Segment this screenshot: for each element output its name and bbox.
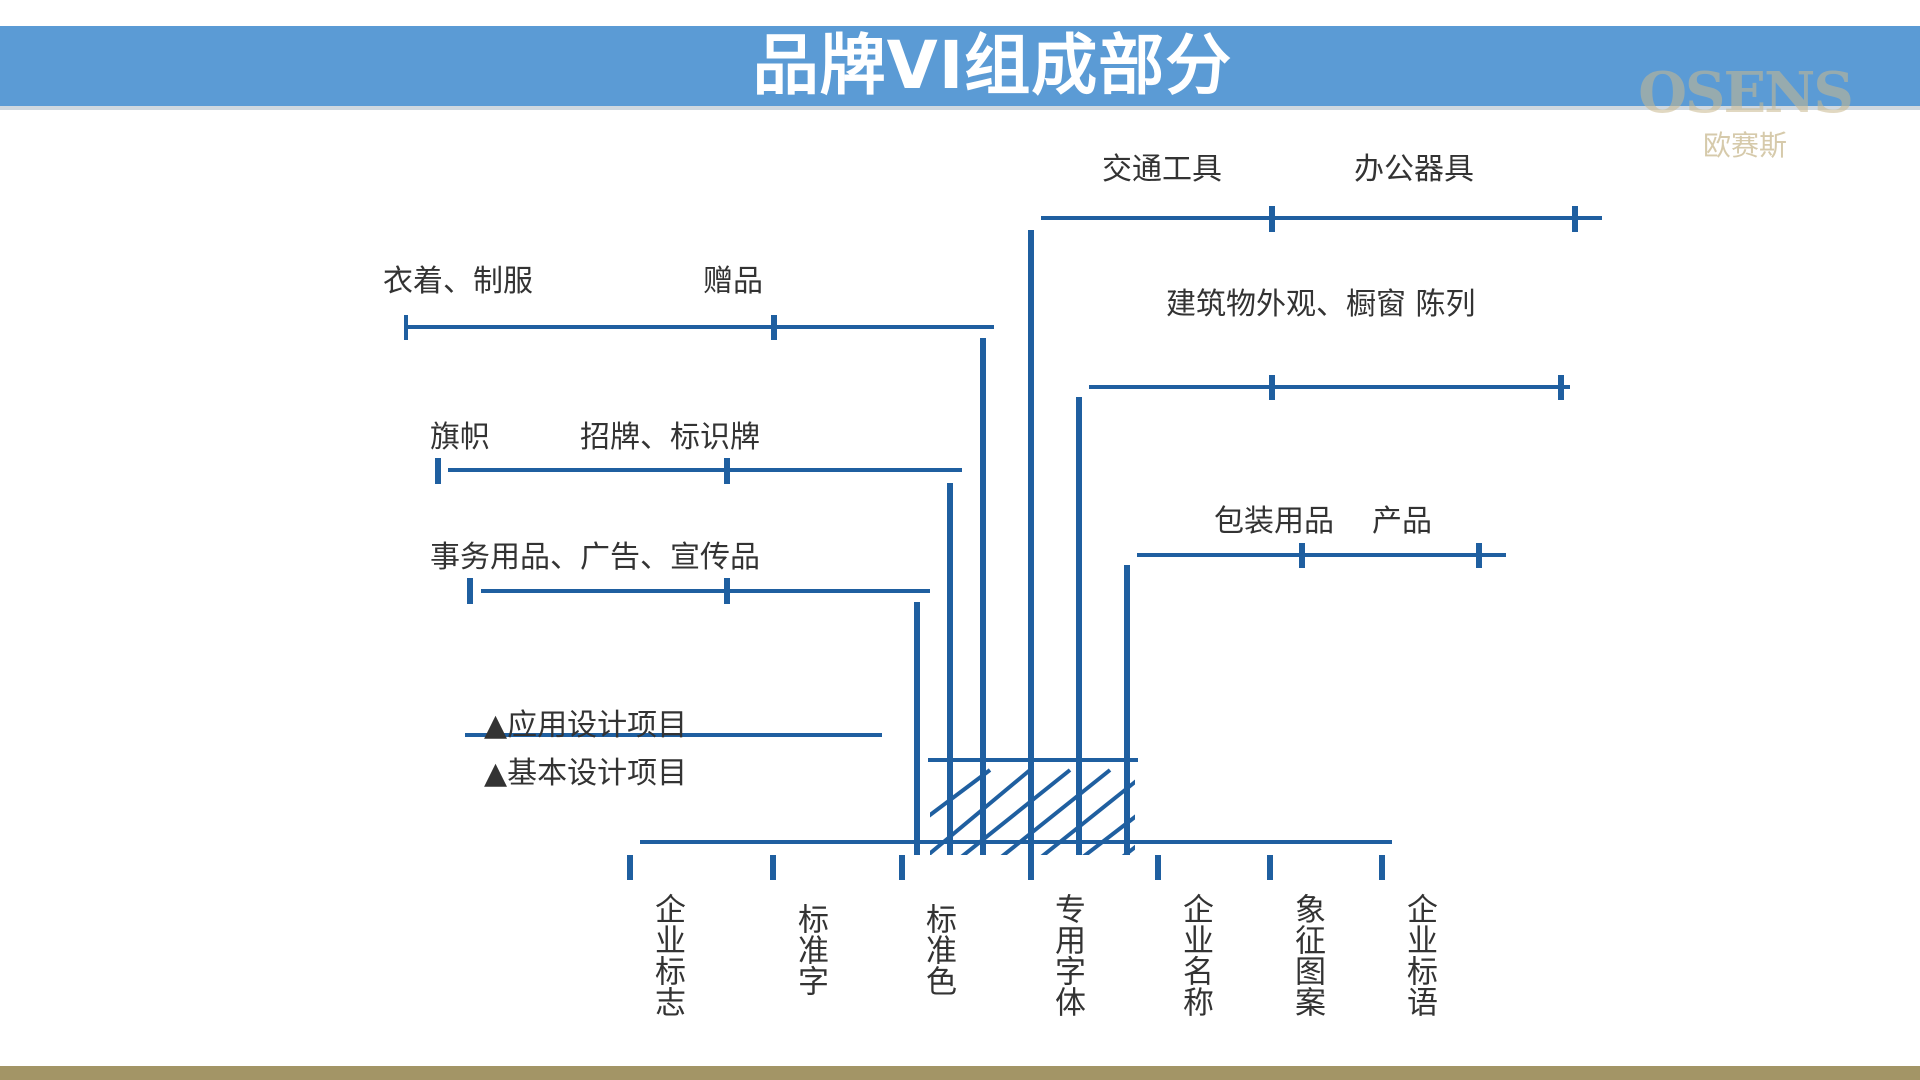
legend-basic: ▲基本设计项目 — [484, 756, 688, 791]
baseline-ticks — [627, 855, 1385, 880]
basic-item-symbol-pattern: 象征图案 — [1289, 893, 1325, 1017]
basic-item-company-name: 企业名称 — [1177, 893, 1213, 1017]
branch-vehicles-office-equipment — [1041, 206, 1602, 232]
label-vehicles: 交通工具 — [1102, 152, 1222, 187]
label-office-supplies: 事务用品、广告、宣传品 — [430, 540, 760, 575]
basic-item-logo: 企业标志 — [649, 893, 685, 1017]
label-packaging: 包装用品 — [1214, 504, 1334, 539]
brand-logo: OSENS 欧赛斯 — [1630, 60, 1860, 170]
branch-office-supplies — [467, 578, 930, 604]
label-flags: 旗帜 — [430, 420, 490, 455]
basic-item-standard-color: 标准色 — [920, 903, 956, 996]
branch-flags-signs — [435, 458, 962, 484]
legend-application: ▲应用设计项目 — [484, 708, 688, 743]
basic-item-dedicated-font: 专用字体 — [1049, 893, 1085, 1017]
basic-item-standard-typeface: 标准字 — [792, 903, 828, 996]
logo-subtitle: 欧赛斯 — [1702, 129, 1787, 162]
vertical-connectors — [914, 230, 1130, 880]
branch-packaging-product — [1137, 543, 1506, 568]
branch-clothing-gifts — [404, 315, 994, 340]
label-office-equipment: 办公器具 — [1354, 152, 1474, 187]
label-gifts: 赠品 — [703, 264, 763, 299]
logo-wordmark: OSENS — [1638, 60, 1854, 126]
label-clothing: 衣着、制服 — [383, 264, 533, 299]
footer-bar — [0, 1066, 1920, 1080]
basic-item-slogan: 企业标语 — [1401, 893, 1437, 1017]
label-signs: 招牌、标识牌 — [580, 420, 760, 455]
branch-architecture — [1089, 375, 1570, 400]
label-architecture: 建筑物外观、橱窗 陈列 — [1166, 287, 1476, 322]
title-bar — [0, 26, 1920, 110]
label-product: 产品 — [1372, 504, 1432, 539]
page-title: 品牌VI组成部分 — [752, 27, 1233, 104]
